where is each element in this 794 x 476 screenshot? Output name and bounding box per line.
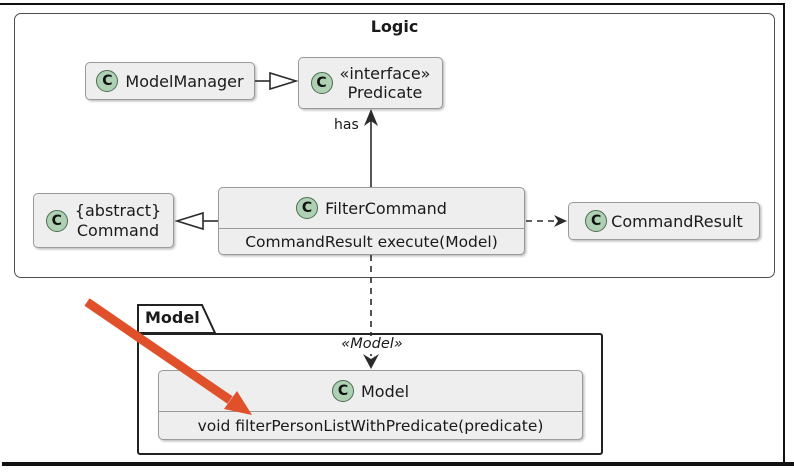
class-model-method: void filterPersonListWithPredicate(predi… bbox=[197, 417, 544, 435]
class-icon: C bbox=[585, 210, 608, 232]
class-command-name: Command bbox=[76, 220, 160, 240]
class-modelmanager-name: ModelManager bbox=[125, 71, 244, 91]
class-filtercommand-name: FilterCommand bbox=[325, 198, 447, 218]
model-package-title: Model bbox=[145, 308, 200, 327]
has-label: has bbox=[334, 117, 359, 133]
dependency-stereotype-label: «Model» bbox=[330, 336, 414, 352]
class-command: C {abstract} Command bbox=[33, 193, 174, 248]
class-icon: C bbox=[96, 70, 119, 92]
class-command-stereotype: {abstract} bbox=[74, 201, 162, 221]
class-modelmanager: C ModelManager bbox=[85, 62, 255, 100]
class-model-name: Model bbox=[360, 381, 410, 401]
logic-package-title: Logic bbox=[370, 17, 419, 36]
class-filtercommand-method: CommandResult execute(Model) bbox=[245, 233, 498, 251]
class-commandresult: C CommandResult bbox=[568, 202, 760, 240]
class-filtercommand: C FilterCommand CommandResult execute(Mo… bbox=[218, 187, 525, 255]
frame-top-line bbox=[0, 3, 785, 5]
class-icon: C bbox=[310, 72, 333, 94]
class-icon: C bbox=[45, 209, 68, 232]
class-predicate-stereotype: «interface» bbox=[339, 63, 431, 83]
frame-bottom-line bbox=[2, 462, 794, 466]
class-icon: C bbox=[331, 380, 354, 402]
class-predicate: C «interface» Predicate bbox=[298, 57, 443, 109]
class-commandresult-name: CommandResult bbox=[611, 211, 743, 231]
class-model: C Model void filterPersonListWithPredica… bbox=[158, 370, 583, 440]
frame-right-line bbox=[783, 3, 785, 464]
class-icon: C bbox=[296, 197, 319, 219]
class-predicate-name: Predicate bbox=[347, 83, 423, 102]
